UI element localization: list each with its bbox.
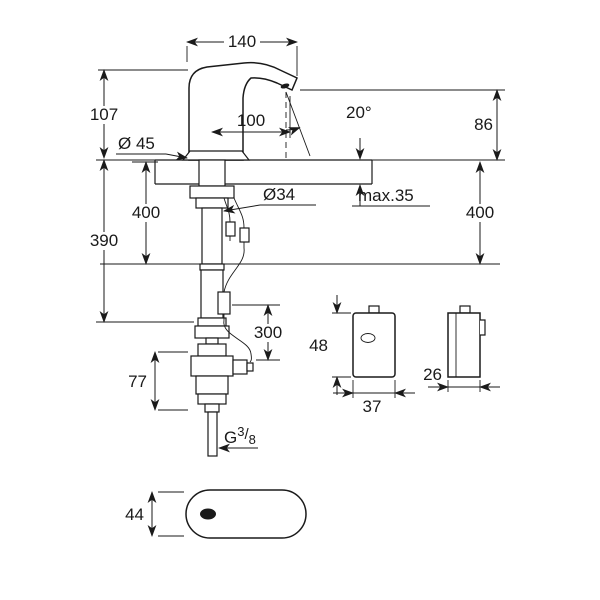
dim-label-overall-width: 140 bbox=[228, 32, 256, 51]
dim-label-plate-height: 44 bbox=[125, 505, 144, 524]
dim-label-max-thickness: max.35 bbox=[358, 186, 414, 205]
countertop bbox=[96, 159, 505, 185]
brand-logo-mark bbox=[360, 333, 376, 343]
connector-plug-1 bbox=[225, 221, 236, 237]
mounting-shank bbox=[189, 159, 235, 271]
supply-hose bbox=[194, 269, 230, 345]
dim-label-valve-height: 77 bbox=[128, 372, 147, 391]
dim-label-body-height: 107 bbox=[90, 105, 118, 124]
valve-side-port bbox=[232, 359, 248, 375]
thread-numerator: 3 bbox=[237, 424, 244, 439]
dim-label-plug-cable: 300 bbox=[254, 323, 282, 342]
dim-label-shank-diameter: Ø34 bbox=[263, 185, 295, 204]
control-box-side bbox=[447, 305, 486, 378]
dim-label-box-height: 48 bbox=[309, 336, 328, 355]
sensor-opening bbox=[200, 508, 216, 520]
power-plug bbox=[217, 291, 231, 315]
dimension-lines bbox=[99, 37, 502, 537]
mounting-clip bbox=[480, 319, 486, 336]
thread-size-label: G3/8 bbox=[224, 424, 256, 447]
base-plate-oval bbox=[185, 489, 307, 539]
dim-label-box-depth: 26 bbox=[423, 365, 442, 384]
thread-g: G bbox=[224, 428, 237, 447]
dim-label-box-width: 37 bbox=[363, 397, 382, 416]
thread-denominator: 8 bbox=[249, 432, 256, 447]
dimension-labels: 140 107 100 20° 86 Ø 45 Ø34 max.35 400 3… bbox=[90, 32, 494, 524]
dim-label-supply-left: 400 bbox=[132, 203, 160, 222]
shutoff-valve bbox=[190, 343, 254, 457]
dim-label-spout-reach: 100 bbox=[237, 111, 265, 130]
dim-label-spout-height: 86 bbox=[474, 115, 493, 134]
faucet-base bbox=[181, 150, 251, 161]
connector-plug-2 bbox=[239, 227, 250, 243]
dim-label-sensor-angle: 20° bbox=[346, 103, 372, 122]
dim-label-cable-drop: 390 bbox=[90, 231, 118, 250]
aerator-sensor-window bbox=[280, 83, 290, 89]
extension-lines bbox=[98, 46, 481, 537]
cables-and-plugs bbox=[217, 197, 252, 363]
supply-pipe bbox=[207, 411, 218, 457]
dim-label-base-diameter: Ø 45 bbox=[118, 134, 155, 153]
control-box-front bbox=[352, 305, 396, 378]
dim-label-supply-right: 400 bbox=[466, 203, 494, 222]
label-backgrounds bbox=[86, 33, 498, 342]
thread-slash: / bbox=[244, 426, 249, 443]
